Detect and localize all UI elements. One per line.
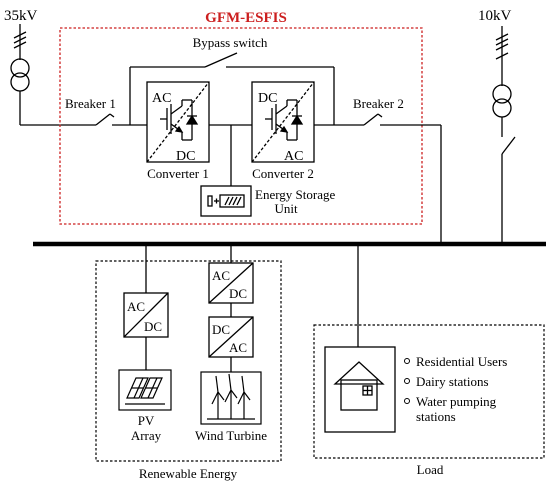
bypass-switch-label: Bypass switch (193, 35, 268, 50)
converter-2-name: Converter 2 (252, 166, 314, 181)
voltage-left-label: 35kV (4, 8, 38, 24)
bullet-icon (404, 398, 410, 404)
converter-1-dc: DC (176, 149, 195, 164)
wt-converter-1-ac: AC (212, 268, 230, 283)
load-item-residential: Residential Users (416, 354, 507, 369)
bypass-switch (129, 52, 335, 125)
energy-storage-unit (200, 185, 252, 217)
voltage-right-label: 10kV (478, 8, 512, 24)
storage-label-line2: Unit (274, 201, 298, 216)
pv-array-icon (118, 369, 172, 411)
load-item-dairy: Dairy stations (416, 374, 489, 389)
breaker-1-label: Breaker 1 (65, 96, 116, 111)
right-feed-line (314, 113, 442, 244)
wind-branch (208, 244, 254, 372)
wind-turbine-icon (200, 371, 262, 425)
converter-1-name: Converter 1 (147, 166, 209, 181)
pv-label-line2: Array (131, 428, 162, 443)
pv-label-line1: PV (138, 413, 155, 428)
bullet-icon (404, 378, 410, 384)
renewable-energy-boundary (95, 260, 282, 462)
dc-link (209, 124, 252, 186)
converter-1 (146, 81, 210, 163)
pv-converter-dc: DC (144, 319, 162, 334)
source-10kv (492, 26, 516, 244)
gfm-esfis-boundary (59, 27, 423, 225)
source-35kv (10, 24, 30, 125)
breaker-2-label: Breaker 2 (353, 96, 404, 111)
converter-1-ac: AC (152, 91, 171, 106)
main-feed-line (20, 113, 147, 126)
wt-converter-2-ac: AC (229, 340, 247, 355)
converter-2 (251, 81, 315, 163)
load-item-water-pumping: Water pumping (416, 394, 497, 409)
wind-turbine-label: Wind Turbine (195, 428, 267, 443)
wt-converter-2-dc: DC (212, 322, 230, 337)
pv-converter-ac: AC (127, 299, 145, 314)
storage-label-line1: Energy Storage (255, 187, 335, 202)
load-items: Residential Users Dairy stations Water p… (404, 354, 507, 424)
load-boundary (313, 324, 545, 459)
house-icon (324, 346, 396, 433)
converter-2-ac: AC (284, 149, 303, 164)
gfm-esfis-title: GFM-ESFIS (205, 10, 287, 26)
pv-branch (123, 244, 169, 370)
load-label: Load (417, 462, 444, 477)
wt-converter-1-dc: DC (229, 286, 247, 301)
converter-2-dc: DC (258, 91, 277, 106)
bullet-icon (404, 358, 410, 364)
load-item-water-pumping-cont: stations (416, 409, 456, 424)
renewable-energy-label: Renewable Energy (139, 466, 238, 481)
